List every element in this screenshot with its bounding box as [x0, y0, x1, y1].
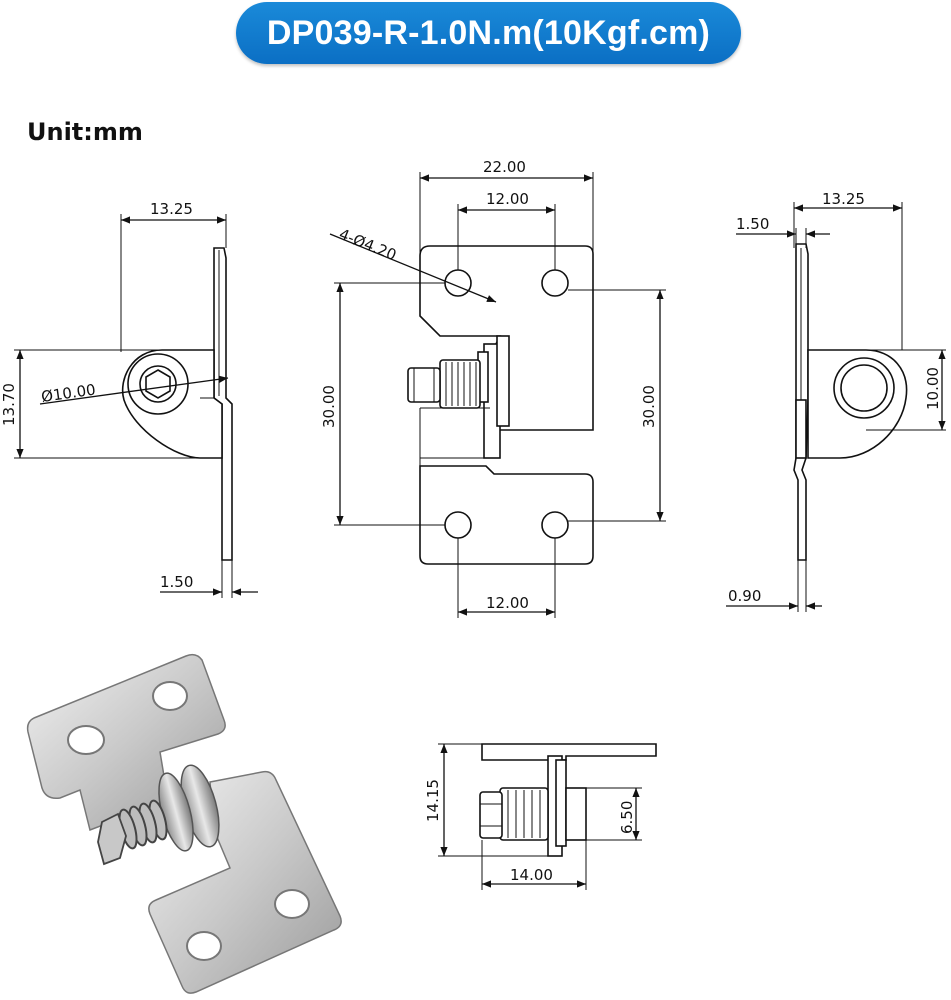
right-side-view [726, 202, 946, 612]
front-view [329, 172, 666, 618]
unit-label: Unit:mm [27, 118, 143, 146]
dim-bottom-width: 14.00 [510, 866, 553, 884]
left-side-view [14, 214, 258, 598]
mount-hole [541, 511, 569, 539]
dim-left-width: 13.25 [150, 200, 193, 218]
title-banner: DP039-R-1.0N.m(10Kgf.cm) [236, 2, 741, 64]
dim-bottom-height: 14.15 [424, 779, 442, 822]
dim-left-diameter: Ø10.00 [40, 381, 97, 406]
dim-right-height: 10.00 [924, 367, 942, 410]
dim-left-height: 13.70 [0, 383, 18, 426]
dim-right-width: 13.25 [822, 190, 865, 208]
dim-front-hole-spacing-bottom: 12.00 [486, 594, 529, 612]
dim-front-height-right: 30.00 [640, 385, 658, 428]
dim-bottom-inner-height: 6.50 [618, 801, 636, 834]
bottom-view [438, 743, 657, 890]
dim-front-height-left: 30.00 [320, 385, 338, 428]
dim-front-hole-spacing-top: 12.00 [486, 190, 529, 208]
mount-hole [444, 511, 472, 539]
dim-front-holes: 4-Ø4.20 [337, 225, 400, 264]
dim-right-thickness-top: 1.50 [736, 215, 769, 233]
hinge-photo [26, 653, 342, 994]
dim-right-thickness-bottom: 0.90 [728, 587, 761, 605]
mount-hole [541, 269, 569, 297]
dim-front-overall-width: 22.00 [483, 158, 526, 176]
dim-left-thickness: 1.50 [160, 573, 193, 591]
title-text: DP039-R-1.0N.m(10Kgf.cm) [266, 13, 711, 52]
